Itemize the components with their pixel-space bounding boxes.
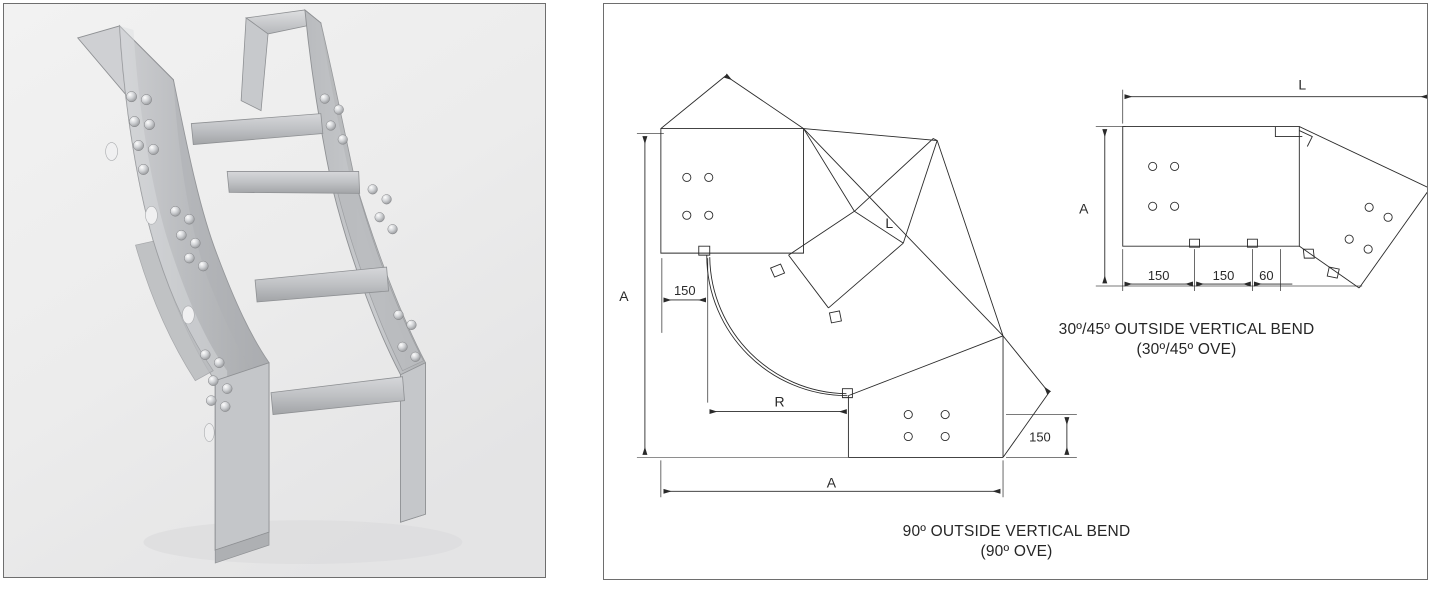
- dim-label-150-top-90: 150: [674, 283, 696, 298]
- dim-L-3045: [1122, 89, 1427, 124]
- product-photo-image: [4, 4, 545, 577]
- dim-label-60-3045: 60: [1259, 268, 1273, 283]
- bolt-heads: [126, 91, 421, 412]
- dim-A-horizontal-90: [660, 460, 1004, 498]
- bolt-holes-straight-3045: [1148, 161, 1180, 211]
- weld-tabs-rotated-3045: [1302, 248, 1340, 279]
- leader-construction-lines-90: [660, 73, 1052, 458]
- lower-tray-section-90: [847, 335, 1004, 458]
- bolt-holes-lower-90: [903, 410, 950, 442]
- caption-90-line2: (90º OVE): [980, 542, 1053, 560]
- caption-3045-line1: 30º/45º OUTSIDE VERTICAL BEND: [1058, 321, 1315, 338]
- dim-label-L-90: L: [885, 215, 893, 231]
- cable-tray-rungs: [190, 113, 405, 416]
- rung-2: [226, 171, 361, 194]
- dim-150-right-90: [1006, 414, 1077, 458]
- bolt-holes-upper-90: [682, 172, 714, 220]
- technical-drawings-svg: A A 150 R 150 L L A 150 150 60: [619, 73, 1427, 498]
- bend-arc-90: [706, 255, 848, 397]
- photo-shadow: [143, 520, 463, 565]
- dim-A-vertical-90: [636, 133, 849, 458]
- dim-label-L-3045: L: [1298, 77, 1306, 93]
- caption-3045-ove: 30º/45º OUTSIDE VERTICAL BEND (30º/45º O…: [944, 320, 1427, 360]
- dim-label-150-a-3045: 150: [1148, 268, 1170, 283]
- dim-label-A-horizontal-90: A: [827, 474, 837, 490]
- rung-4: [270, 376, 405, 416]
- rung-3: [254, 266, 390, 303]
- caption-90-ove: 90º OUTSIDE VERTICAL BEND (90º OVE): [604, 522, 1427, 562]
- product-photo-panel: [3, 3, 546, 578]
- dim-label-150-b-3045: 150: [1213, 268, 1235, 283]
- caption-3045-line2: (30º/45º OVE): [1136, 340, 1237, 358]
- straight-tray-plate-3045: [1122, 126, 1303, 247]
- rung-1: [190, 113, 324, 145]
- dim-label-R-90: R: [775, 394, 785, 410]
- diagram-90-ove: [636, 73, 1077, 498]
- rotated-tray-plate-3045: [1299, 126, 1427, 289]
- dim-label-A-3045: A: [1079, 200, 1089, 216]
- dim-segments-3045: [1122, 249, 1293, 292]
- technical-drawing-panel: A A 150 R 150 L L A 150 150 60 90º OUTSI…: [603, 3, 1428, 580]
- dim-150-top-90: [661, 258, 709, 403]
- dim-label-150-right-90: 150: [1029, 429, 1051, 444]
- caption-90-line1: 90º OUTSIDE VERTICAL BEND: [902, 523, 1131, 540]
- dim-label-A-vertical-90: A: [619, 288, 629, 304]
- arc-weld-tabs-90: [769, 263, 853, 399]
- bolt-holes-rotated-3045: [1344, 202, 1393, 254]
- diagram-3045-ove: [1095, 89, 1427, 292]
- middle-tray-segment-90: [788, 137, 938, 309]
- upper-tray-section-90: [660, 128, 856, 256]
- weld-tabs-straight-3045: [1189, 238, 1258, 248]
